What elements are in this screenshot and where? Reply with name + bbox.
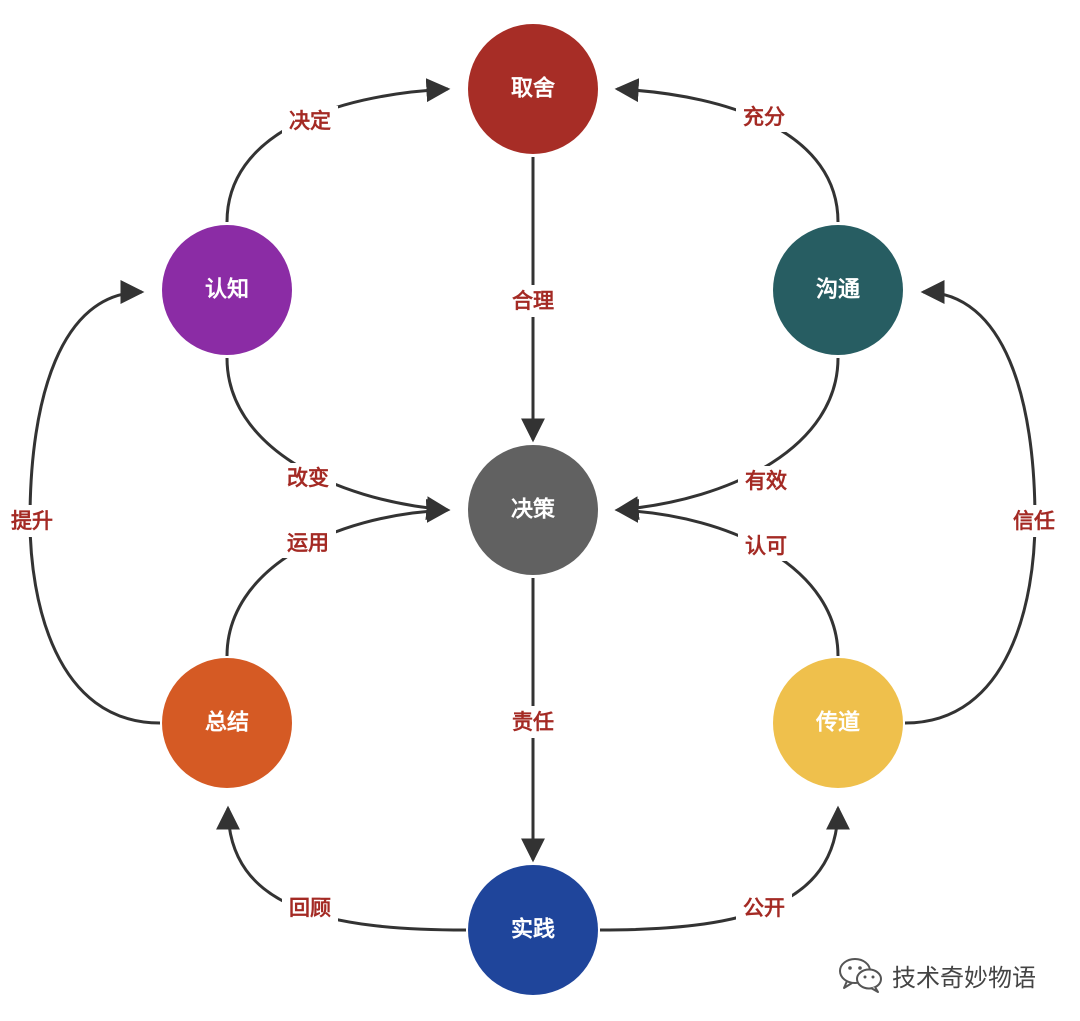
edge-label-jueding: 决定 bbox=[282, 106, 338, 136]
edge-gaibian bbox=[225, 357, 451, 521]
edge-label-huigu-text: 回顾 bbox=[289, 896, 331, 920]
watermark-text: 技术奇妙物语 bbox=[892, 963, 1036, 992]
watermark: 技术奇妙物语 bbox=[838, 955, 1036, 995]
node-zongjie-circle bbox=[162, 658, 292, 788]
edge-label-tisheng-text: 提升 bbox=[11, 509, 53, 533]
node-zongjie-label: 总结 bbox=[205, 710, 249, 736]
node-goutong-circle bbox=[773, 225, 903, 355]
edge-gongkai bbox=[599, 805, 850, 932]
nodes: 取舍 认知 沟通 决策 总结 传道 bbox=[162, 24, 903, 995]
node-renzhi-label: 认知 bbox=[205, 277, 249, 303]
edge-label-gongkai-text: 公开 bbox=[743, 896, 785, 920]
edge-label-jueding-text: 决定 bbox=[289, 109, 331, 133]
edge-label-xinren-text: 信任 bbox=[1013, 509, 1055, 533]
edge-label-heli-text: 合理 bbox=[512, 289, 554, 313]
edge-label-gongkai: 公开 bbox=[736, 893, 792, 923]
edge-label-yunyong-text: 运用 bbox=[287, 531, 329, 555]
node-juece-circle bbox=[468, 445, 598, 575]
node-chuandao[interactable]: 传道 bbox=[773, 658, 903, 788]
edge-label-chongfen-text: 充分 bbox=[743, 105, 785, 129]
node-chuandao-label: 传道 bbox=[815, 710, 860, 736]
node-shijian[interactable]: 实践 bbox=[468, 865, 598, 995]
node-goutong-label: 沟通 bbox=[816, 277, 860, 303]
edge-label-renke: 认可 bbox=[738, 531, 794, 561]
edge-label-chongfen: 充分 bbox=[736, 102, 792, 132]
edge-label-renke-text: 认可 bbox=[745, 534, 787, 558]
node-juece[interactable]: 决策 bbox=[468, 445, 598, 575]
edge-label-gaibian-text: 改变 bbox=[287, 466, 329, 490]
edge-label-zeren: 责任 bbox=[505, 706, 561, 738]
edge-label-gaibian: 改变 bbox=[280, 463, 336, 493]
node-renzhi-circle bbox=[162, 225, 292, 355]
node-juece-label: 决策 bbox=[511, 497, 556, 523]
edge-label-xinren: 信任 bbox=[1006, 505, 1062, 537]
edge-label-youxiao-text: 有效 bbox=[745, 469, 787, 493]
edge-yunyong bbox=[225, 498, 451, 657]
node-qushe-circle bbox=[468, 24, 598, 154]
wechat-icon bbox=[839, 958, 882, 993]
node-qushe[interactable]: 取舍 bbox=[468, 24, 598, 154]
edge-label-youxiao: 有效 bbox=[738, 466, 794, 496]
edge-renke bbox=[614, 498, 840, 657]
node-shijian-label: 实践 bbox=[511, 917, 555, 943]
node-goutong[interactable]: 沟通 bbox=[773, 225, 903, 355]
node-zongjie[interactable]: 总结 bbox=[162, 658, 292, 788]
node-chuandao-circle bbox=[773, 658, 903, 788]
node-shijian-circle bbox=[468, 865, 598, 995]
edge-youxiao bbox=[614, 357, 840, 521]
edge-label-zeren-text: 责任 bbox=[512, 710, 554, 734]
edge-chongfen bbox=[614, 78, 840, 223]
edge-label-yunyong: 运用 bbox=[280, 528, 336, 558]
node-renzhi[interactable]: 认知 bbox=[162, 225, 292, 355]
edge-label-heli: 合理 bbox=[505, 285, 561, 317]
node-qushe-label: 取舍 bbox=[511, 76, 556, 102]
edge-labels: 决定 充分 合理 改变 有效 运用 bbox=[4, 102, 1062, 923]
edge-label-huigu: 回顾 bbox=[282, 893, 338, 923]
edge-huigu bbox=[216, 805, 467, 932]
edge-label-tisheng: 提升 bbox=[4, 505, 60, 537]
